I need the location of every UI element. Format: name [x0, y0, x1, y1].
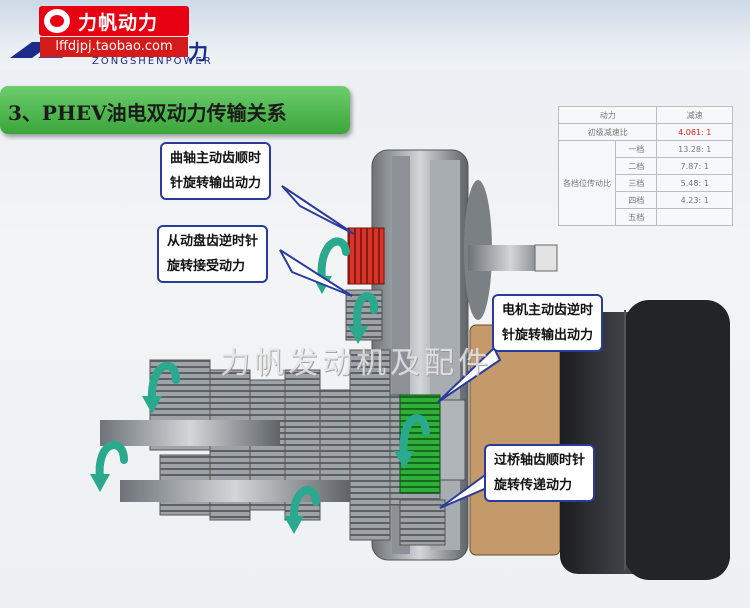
brand-cn-text: 力: [188, 40, 208, 64]
title-banner: [0, 86, 350, 134]
table-header-cell: 减速: [656, 106, 733, 124]
callout-leaders: [279, 185, 502, 509]
callout-line: 曲轴主动齿顺时: [170, 151, 262, 166]
watermark-shop-name: 力帆动力: [78, 12, 159, 34]
callout-line: 旋转传递动力: [494, 478, 573, 493]
electric-motor: [469, 300, 730, 580]
callout-line: 针旋转输出动力: [170, 176, 262, 191]
callout-line: 电机主动齿逆时: [502, 303, 594, 318]
callout-line: 过桥轴齿顺时针: [494, 453, 586, 468]
brand-en-text: ZONGSHENPOWER: [92, 56, 213, 67]
table-cell: 4.061: 1: [656, 123, 733, 141]
callout-crank-gear: 曲轴主动齿顺时 针旋转输出动力: [160, 142, 272, 200]
gear-stack-left: [100, 349, 391, 541]
table-cell: [656, 208, 733, 226]
table-cell: 三档: [614, 174, 658, 192]
callout-line: 旋转接受动力: [167, 259, 246, 274]
table-cell: 7.87: 1: [656, 157, 733, 175]
table-row: 四档 4.23: 1: [559, 191, 733, 209]
table-cell: 各档位传动比: [558, 140, 616, 226]
table-row: 各档位传动比 一档 13.28: 1: [558, 140, 733, 226]
callout-motor-gear: 电机主动齿逆时 针旋转输出动力: [492, 294, 604, 352]
table-cell: 四档: [614, 191, 658, 209]
table-row: 初级减速比 4.061: 1: [557, 123, 733, 141]
table-cell: 13.28: 1: [656, 140, 733, 158]
table-row: 三档 5.48: 1: [559, 174, 733, 192]
table-cell: 初级减速比: [557, 123, 658, 141]
crank-drive-gear: [347, 227, 385, 285]
callout-bridge-gear: 过桥轴齿顺时针 旋转传递动力: [484, 444, 596, 502]
callout-clutch-gear: 从动盘齿逆时针 旋转接受动力: [157, 225, 269, 283]
table-header-cell: 动力: [557, 106, 658, 124]
page-title: 3、PHEV油电双动力传输关系: [8, 101, 287, 125]
table-row: 五档: [559, 208, 733, 226]
table-cell: 五档: [614, 208, 658, 226]
table-row: 二档 7.87: 1: [559, 157, 733, 175]
callout-line: 从动盘齿逆时针: [167, 234, 259, 249]
table-cell: 二档: [614, 157, 658, 175]
ratio-table: 动力 减速 初级减速比 4.061: 1 各档位传动比 一档 13.28: 1 …: [557, 106, 733, 226]
table-cell: 5.48: 1: [656, 174, 733, 192]
rotation-arrows: [95, 237, 430, 524]
table-header-row: 动力 减速: [557, 106, 733, 124]
watermark-shop-url: lffdjpj.taobao.com: [40, 37, 188, 57]
center-watermark: 力帆发动机及配件: [220, 346, 492, 381]
output-shaft: [468, 244, 558, 272]
callout-line: 针旋转输出动力: [502, 328, 594, 343]
table-cell: 一档: [614, 140, 658, 158]
lifan-logo-icon: [44, 9, 70, 33]
